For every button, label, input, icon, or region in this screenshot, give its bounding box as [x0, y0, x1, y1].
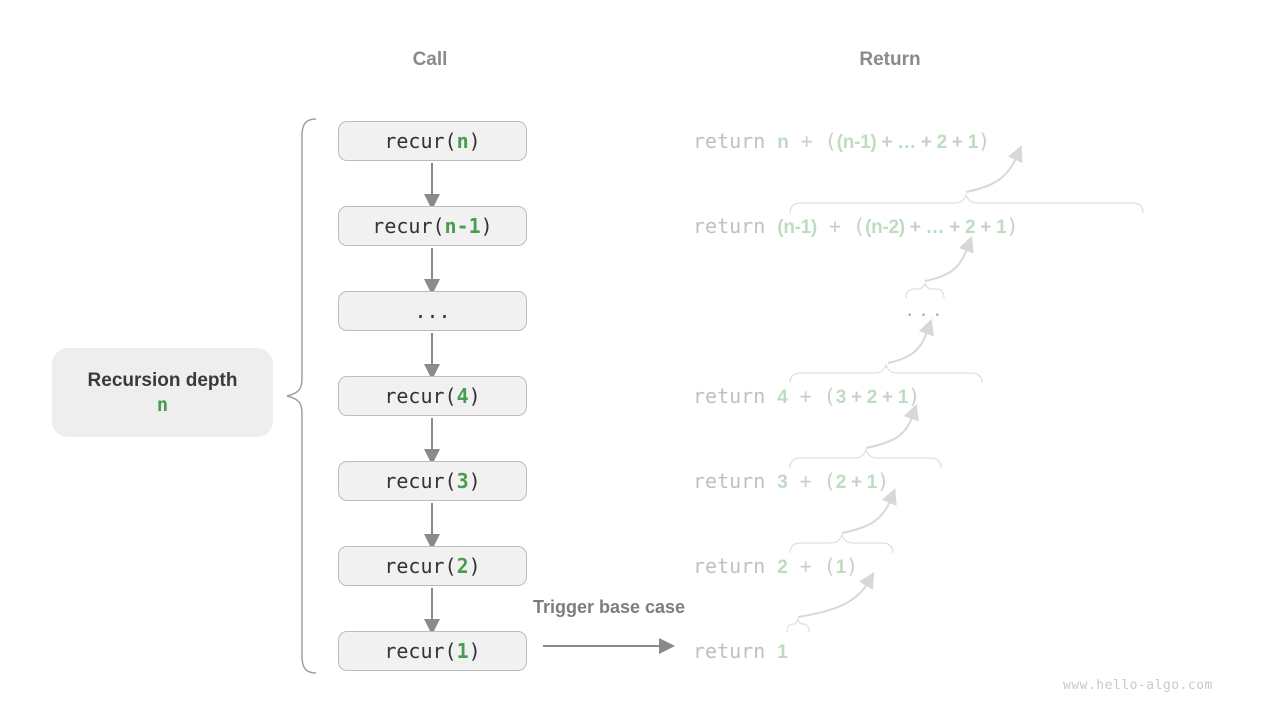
call-column-header: Call: [412, 49, 448, 70]
code-token: recur(: [384, 554, 457, 578]
code-token: + (: [787, 384, 836, 408]
code-token: n: [777, 132, 789, 153]
code-token: n: [456, 129, 469, 153]
recursion-depth-brace: [286, 118, 317, 674]
code-token: + (: [816, 214, 866, 238]
overbrace-small: [905, 282, 945, 299]
overbrace: [789, 533, 894, 554]
code-token: (n-2): [865, 217, 905, 238]
code-token: n-1: [444, 214, 481, 238]
call-box-ellipsis: ...: [338, 291, 527, 331]
recursion-depth-value: n: [156, 393, 169, 416]
code-token: ...: [414, 299, 451, 323]
code-token: (n-1): [777, 217, 817, 238]
call-box-recur-4: recur(4): [338, 376, 527, 416]
code-token: 1: [456, 639, 469, 663]
code-token: return: [693, 469, 778, 493]
call-box-recur-n1: recur(n-1): [338, 206, 527, 246]
code-token: ): [846, 554, 859, 578]
code-token: recur(: [384, 469, 457, 493]
code-token: ): [468, 469, 481, 493]
code-token: 3: [835, 387, 847, 408]
code-token: +: [877, 387, 898, 408]
code-token: …: [897, 132, 916, 153]
code-token: ...: [904, 300, 946, 321]
swoosh-arrow: [865, 403, 919, 449]
code-token: +: [876, 132, 898, 153]
code-token: +: [904, 217, 926, 238]
code-token: 3: [456, 469, 469, 493]
code-token: 1: [835, 557, 847, 578]
code-token: ): [468, 554, 481, 578]
code-token: recur(: [372, 214, 445, 238]
code-token: …: [925, 217, 945, 238]
code-token: +: [944, 217, 966, 238]
return-column-header: Return: [859, 49, 921, 70]
code-token: 2: [835, 472, 847, 493]
swoosh-arrow: [841, 488, 897, 534]
code-token: return: [693, 554, 778, 578]
code-token: + (: [788, 129, 837, 153]
code-token: 4: [456, 384, 469, 408]
code-token: 2: [936, 132, 948, 153]
code-token: 1: [996, 217, 1007, 238]
code-token: + (: [787, 554, 836, 578]
code-token: recur(: [384, 639, 457, 663]
return-line-n: return n + ((n-1) + … + 2 + 1): [693, 128, 990, 154]
code-token: return: [693, 384, 778, 408]
recursion-depth-label: Recursion depth n: [52, 348, 273, 437]
overbrace: [789, 363, 983, 384]
overbrace: [789, 193, 1144, 214]
trigger-base-case-label: Trigger base case: [532, 597, 686, 617]
swoosh-arrow: [797, 572, 875, 618]
code-token: return: [693, 214, 778, 238]
return-line-n1: return (n-1) + ((n-2) + … + 2 + 1): [693, 213, 1018, 239]
code-token: +: [846, 387, 867, 408]
code-token: 1: [897, 387, 909, 408]
code-token: recur(: [384, 129, 457, 153]
overbrace-small: [786, 616, 810, 633]
code-token: + (: [787, 469, 836, 493]
return-line-3: return 3 + (2 + 1): [693, 468, 889, 494]
code-token: 1: [866, 472, 878, 493]
code-token: 2: [965, 217, 976, 238]
code-token: 2: [866, 387, 878, 408]
code-token: ): [480, 214, 493, 238]
code-token: ): [978, 129, 991, 153]
code-token: +: [915, 132, 937, 153]
code-token: 4: [777, 387, 788, 408]
call-box-recur-3: recur(3): [338, 461, 527, 501]
call-box-recur-n: recur(n): [338, 121, 527, 161]
watermark: www.hello-algo.com: [1063, 678, 1213, 693]
code-token: +: [846, 472, 867, 493]
return-line-1: return 1: [693, 638, 788, 664]
swoosh-arrow: [965, 145, 1023, 193]
code-token: ): [1006, 214, 1019, 238]
code-token: 2: [456, 554, 469, 578]
code-token: return: [693, 639, 778, 663]
code-token: recur(: [384, 384, 457, 408]
return-line-2: return 2 + (1): [693, 553, 858, 579]
code-token: ): [468, 129, 481, 153]
overbrace: [789, 448, 942, 469]
code-token: ): [468, 639, 481, 663]
code-token: ): [877, 469, 890, 493]
code-token: return: [693, 129, 778, 153]
call-box-recur-1: recur(1): [338, 631, 527, 671]
code-token: ): [908, 384, 921, 408]
code-token: 2: [777, 557, 788, 578]
swoosh-arrow: [887, 318, 934, 364]
return-line-ellipsis: ...: [904, 298, 946, 324]
return-line-4: return 4 + (3 + 2 + 1): [693, 383, 920, 409]
call-box-recur-2: recur(2): [338, 546, 527, 586]
recursion-depth-title: Recursion depth: [87, 369, 238, 391]
code-token: 1: [777, 642, 788, 663]
swoosh-arrow: [924, 235, 974, 282]
code-token: 3: [777, 472, 788, 493]
code-token: 1: [967, 132, 979, 153]
code-token: ): [468, 384, 481, 408]
code-token: +: [946, 132, 968, 153]
code-token: (n-1): [836, 132, 877, 153]
code-token: +: [975, 217, 997, 238]
